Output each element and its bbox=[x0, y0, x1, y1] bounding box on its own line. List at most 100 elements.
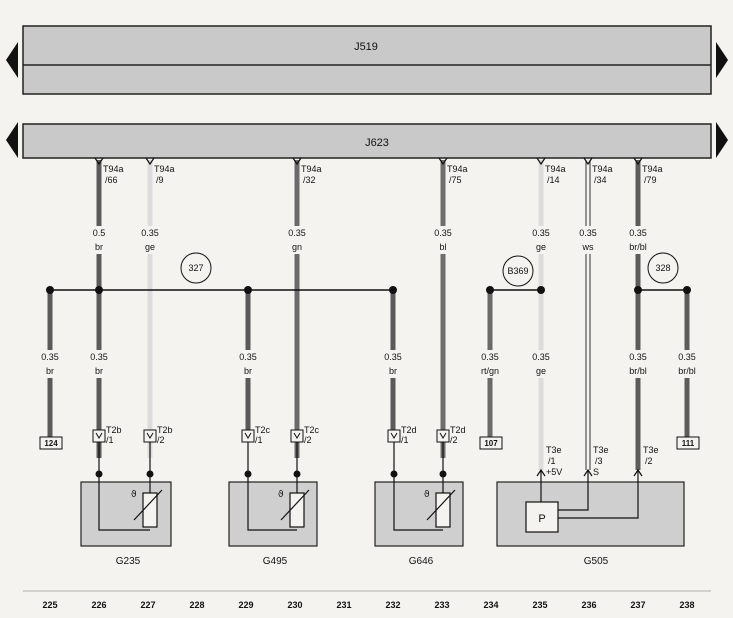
thermistor-arrow-icon bbox=[133, 489, 163, 521]
column-number: 235 bbox=[532, 600, 547, 610]
wire-label-bg bbox=[36, 350, 64, 378]
connector-pin-icon bbox=[92, 429, 106, 443]
connector-arrow-icon bbox=[439, 432, 447, 439]
pin-label: T94a bbox=[103, 164, 124, 174]
pin-number: /32 bbox=[303, 175, 316, 185]
column-number: 229 bbox=[238, 600, 253, 610]
pin-number: /75 bbox=[449, 175, 462, 185]
wire-color: br bbox=[95, 242, 103, 252]
pin-arrow-icon bbox=[292, 157, 302, 166]
connector-pin-icon bbox=[290, 429, 304, 443]
connector-name: T2d bbox=[450, 425, 466, 435]
wire-label-bg bbox=[527, 350, 555, 378]
connector-name: T2b bbox=[157, 425, 173, 435]
junction-dot bbox=[486, 286, 494, 294]
column-number: 231 bbox=[336, 600, 351, 610]
wire-color: rt/gn bbox=[481, 366, 499, 376]
temperature-symbol-icon: ϑ bbox=[131, 490, 137, 500]
pin-number: /14 bbox=[547, 175, 560, 185]
pin-label: T94a bbox=[301, 164, 322, 174]
wire-color: bl bbox=[439, 242, 446, 252]
connector-arrow-icon bbox=[95, 432, 103, 439]
thermistor-arrow-icon bbox=[426, 489, 456, 521]
pin-label: T94a bbox=[545, 164, 566, 174]
pin-arrow-icon bbox=[583, 157, 593, 166]
wire-color: ge bbox=[536, 366, 546, 376]
wire-size: 0.35 bbox=[41, 352, 59, 362]
connector-group: T2b/1T2b/2T2c/1T2c/2T2d/1T2d/2T3e/1+5VT3… bbox=[92, 425, 659, 478]
wire-label-bg bbox=[431, 226, 455, 254]
wire-color: ws bbox=[582, 242, 594, 252]
wire-path bbox=[558, 470, 639, 519]
wire-label-bg bbox=[624, 350, 652, 378]
pressure-sensor-icon bbox=[525, 501, 559, 533]
wire-size: 0.35 bbox=[629, 352, 647, 362]
wire-path bbox=[247, 458, 297, 531]
connector-pin-icon bbox=[436, 429, 450, 443]
connector-arrow-icon bbox=[390, 432, 398, 439]
connector-name: T3e bbox=[546, 445, 562, 455]
wire-label-bg bbox=[626, 226, 650, 254]
module-j623-label: J623 bbox=[365, 137, 389, 149]
wire-size: 0.35 bbox=[384, 352, 402, 362]
connector-name: T3e bbox=[593, 445, 609, 455]
continuation-right-arrow-lower bbox=[716, 122, 728, 158]
connector-pin: /1 bbox=[548, 456, 556, 466]
wire-label-bg bbox=[234, 350, 262, 378]
connector-name: T2c bbox=[255, 425, 271, 435]
column-number: 230 bbox=[287, 600, 302, 610]
continuation-right-arrow-upper bbox=[716, 42, 728, 78]
connector-pin: /1 bbox=[106, 435, 114, 445]
component-g495-label: G495 bbox=[263, 556, 288, 567]
wire-label-bg bbox=[576, 226, 600, 254]
component-g505: P G505 bbox=[496, 470, 685, 567]
wire-color: gn bbox=[292, 242, 302, 252]
connector-name: T2b bbox=[106, 425, 122, 435]
wire-size: 0.35 bbox=[239, 352, 257, 362]
connector-pin: /2 bbox=[450, 435, 458, 445]
wire-label-bg bbox=[529, 226, 553, 254]
ref-box-111 bbox=[676, 436, 700, 450]
connector-pin-icon bbox=[241, 429, 255, 443]
component-g235-label: G235 bbox=[116, 556, 141, 567]
connector-signal: +5V bbox=[546, 467, 562, 477]
pressure-sensor-label: P bbox=[538, 513, 545, 525]
wire-size: 0.35 bbox=[532, 228, 550, 238]
column-number: 233 bbox=[434, 600, 449, 610]
wire-size: 0.35 bbox=[434, 228, 452, 238]
wire-label-bg bbox=[476, 350, 504, 378]
wire-size: 0.35 bbox=[481, 352, 499, 362]
wire-label-bg bbox=[87, 226, 111, 254]
connector-name: T3e bbox=[643, 445, 659, 455]
ground-point-b369 bbox=[502, 255, 534, 287]
column-number: 238 bbox=[679, 600, 694, 610]
module-j519-label: J519 bbox=[354, 41, 378, 53]
wire-size: 0.5 bbox=[93, 228, 106, 238]
junction-dot bbox=[95, 286, 103, 294]
wire-color: br bbox=[46, 366, 54, 376]
column-number: 226 bbox=[91, 600, 106, 610]
connector-pin: /2 bbox=[304, 435, 312, 445]
junction-dot bbox=[634, 286, 642, 294]
component-g235: ϑ G235 bbox=[80, 458, 172, 567]
pin-arrow-icon bbox=[536, 157, 546, 166]
pin-arrow-icon bbox=[145, 157, 155, 166]
wire-size: 0.35 bbox=[532, 352, 550, 362]
junction-dot bbox=[46, 286, 54, 294]
pin-arrow-icon bbox=[633, 157, 643, 166]
connector-pin-icon bbox=[143, 429, 157, 443]
column-number: 227 bbox=[140, 600, 155, 610]
column-number: 236 bbox=[581, 600, 596, 610]
wire-path bbox=[98, 458, 150, 531]
top-wire-group: T94a/660.5brT94a/90.35geT94a/320.35gnT94… bbox=[87, 157, 663, 470]
pin-number: /66 bbox=[105, 175, 118, 185]
component-g646: ϑ G646 bbox=[374, 458, 464, 567]
module-j623-band bbox=[22, 123, 712, 159]
connector-pin: /1 bbox=[255, 435, 263, 445]
wire-color: br/bl bbox=[629, 242, 647, 252]
wire-size: 0.35 bbox=[678, 352, 696, 362]
pin-label: T94a bbox=[447, 164, 468, 174]
ground-point-327-label: 327 bbox=[188, 263, 203, 273]
